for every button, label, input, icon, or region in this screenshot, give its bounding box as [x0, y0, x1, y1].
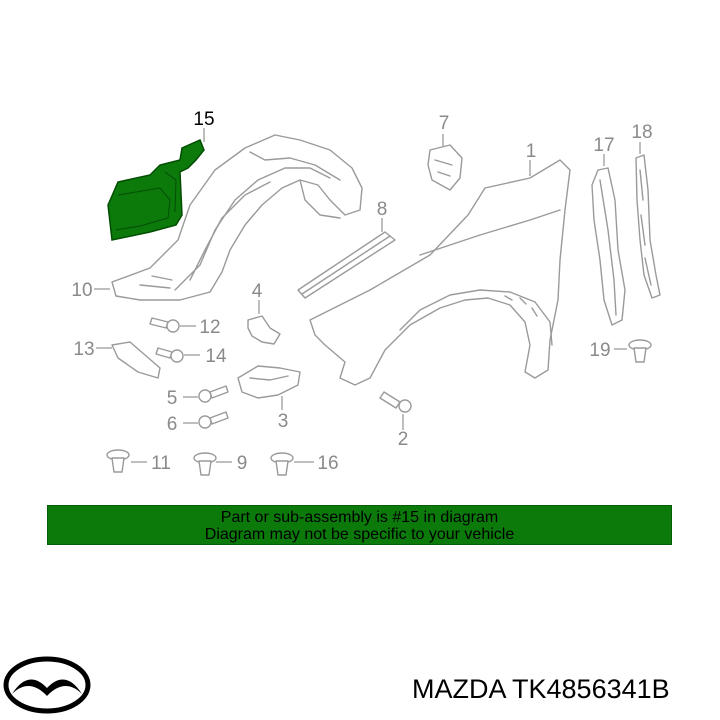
bolt-14[interactable]: [155, 347, 184, 363]
callout-3: 3: [278, 411, 289, 432]
part-1-fender[interactable]: [309, 159, 571, 386]
clip-16[interactable]: [270, 452, 294, 476]
callout-2: 2: [398, 429, 409, 450]
clip-11[interactable]: [106, 449, 130, 473]
callout-6: 6: [167, 414, 178, 435]
part-8-seal[interactable]: [297, 231, 396, 299]
callout-1: 1: [526, 141, 537, 162]
leader-lines: [94, 128, 641, 463]
mazda-logo: [3, 656, 91, 714]
callout-8: 8: [377, 199, 388, 220]
part-17-garnish[interactable]: [591, 167, 626, 326]
callout-11: 11: [151, 453, 171, 474]
banner-line-1: Part or sub-assembly is #15 in diagram: [220, 509, 499, 526]
part-7-bracket[interactable]: [427, 144, 463, 191]
part-3-bracket[interactable]: [237, 365, 301, 399]
callout-4: 4: [252, 281, 263, 302]
callout-17: 17: [593, 135, 614, 156]
bolt-6[interactable]: [198, 411, 229, 429]
callout-9: 9: [237, 453, 248, 474]
callout-19: 19: [589, 340, 610, 361]
part-4-bracket[interactable]: [247, 315, 281, 345]
callouts: 15 10 12 13 14 5 6 11 9 16 4 3 8 7 1 2 1…: [71, 109, 652, 474]
part-18-seal[interactable]: [635, 154, 661, 299]
callout-15: 15: [193, 109, 214, 130]
callout-16: 16: [317, 453, 338, 474]
bolt-12[interactable]: [149, 317, 180, 333]
banner-line-2: Diagram may not be specific to your vehi…: [204, 526, 515, 543]
bolt-5[interactable]: [198, 385, 229, 403]
part-number-label: MAZDA TK4856341B: [412, 674, 670, 704]
clip-19[interactable]: [628, 339, 652, 363]
part-10-fender-liner[interactable]: [111, 134, 363, 301]
callout-14: 14: [205, 346, 227, 367]
callout-5: 5: [167, 388, 178, 409]
part-15-splash-shield[interactable]: [107, 138, 205, 241]
callout-7: 7: [439, 113, 450, 134]
bolt-2[interactable]: [379, 391, 412, 413]
callout-10: 10: [71, 280, 92, 301]
callout-13: 13: [73, 339, 94, 360]
part-13-bracket[interactable]: [111, 341, 161, 379]
clip-9[interactable]: [193, 452, 217, 476]
diagram-note-banner: Part or sub-assembly is #15 in diagram D…: [47, 505, 672, 545]
callout-12: 12: [199, 317, 220, 338]
callout-18: 18: [631, 122, 652, 143]
